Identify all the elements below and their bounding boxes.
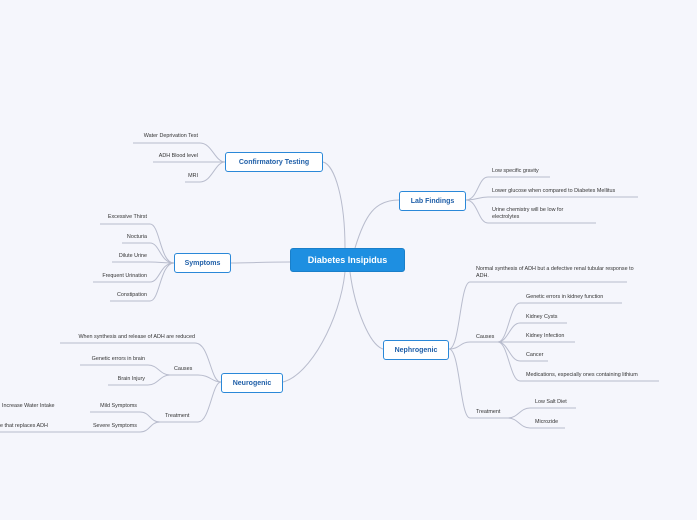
nephrogenic-cause-medications[interactable]: Medications, especially ones containing … [526, 372, 638, 378]
topic-symptoms[interactable]: Symptoms [174, 253, 231, 273]
neurogenic-cause-genetic[interactable]: Genetic errors in brain [91, 356, 145, 362]
symptom-item-nocturia[interactable]: Nocturia [126, 234, 147, 240]
neurogenic-treatment-severe-detail[interactable]: e that replaces ADH [0, 423, 48, 429]
confirmatory-item-water-deprivation[interactable]: Water Deprivation Test [143, 133, 198, 139]
symptom-item-frequent-urination[interactable]: Frequent Urination [102, 273, 147, 279]
neurogenic-treatment[interactable]: Treatment [165, 413, 190, 419]
nephrogenic-treatment[interactable]: Treatment [476, 409, 501, 415]
nephrogenic-causes[interactable]: Causes [476, 334, 495, 340]
neurogenic-treatment-mild[interactable]: Mild Symptoms [100, 403, 137, 409]
neurogenic-causes[interactable]: Causes [174, 366, 193, 372]
confirmatory-item-mri[interactable]: MRI [188, 173, 198, 179]
lab-item-urine-chemistry[interactable]: Urine chemistry will be low for electrol… [492, 207, 564, 220]
lab-item-specific-gravity[interactable]: Low specific gravity [492, 168, 539, 174]
nephrogenic-cause-kidney-infection[interactable]: Kidney Infection [526, 333, 565, 339]
symptom-item-excessive-thirst[interactable]: Excessive Thirst [107, 214, 147, 220]
topic-confirmatory-testing[interactable]: Confirmatory Testing [225, 152, 323, 172]
nephrogenic-treatment-low-salt[interactable]: Low Salt Diet [535, 399, 567, 405]
neurogenic-cause-brain-injury[interactable]: Brain Injury [117, 376, 145, 382]
topic-neurogenic[interactable]: Neurogenic [221, 373, 283, 393]
topic-nephrogenic[interactable]: Nephrogenic [383, 340, 449, 360]
lab-item-lower-glucose[interactable]: Lower glucose when compared to Diabetes … [492, 188, 616, 194]
root-topic[interactable]: Diabetes Insipidus [290, 248, 405, 272]
confirmatory-item-adh-blood[interactable]: ADH Blood level [158, 153, 198, 159]
nephrogenic-description[interactable]: Normal synthesis of ADH but a defective … [476, 266, 634, 279]
symptom-item-constipation[interactable]: Constipation [117, 292, 147, 298]
neurogenic-treatment-severe[interactable]: Severe Symptoms [92, 423, 137, 429]
nephrogenic-cause-genetic[interactable]: Genetic errors in kidney function [526, 294, 604, 300]
neurogenic-description[interactable]: When synthesis and release of ADH are re… [78, 334, 195, 340]
nephrogenic-treatment-microzide[interactable]: Microzide [535, 419, 559, 425]
neurogenic-treatment-mild-detail[interactable]: Increase Water Intake [2, 403, 55, 409]
topic-lab-findings[interactable]: Lab Findings [399, 191, 466, 211]
nephrogenic-cause-cancer[interactable]: Cancer [526, 352, 544, 358]
symptom-item-dilute-urine[interactable]: Dilute Urine [118, 253, 147, 259]
nephrogenic-cause-kidney-cysts[interactable]: Kidney Cysts [526, 314, 558, 320]
